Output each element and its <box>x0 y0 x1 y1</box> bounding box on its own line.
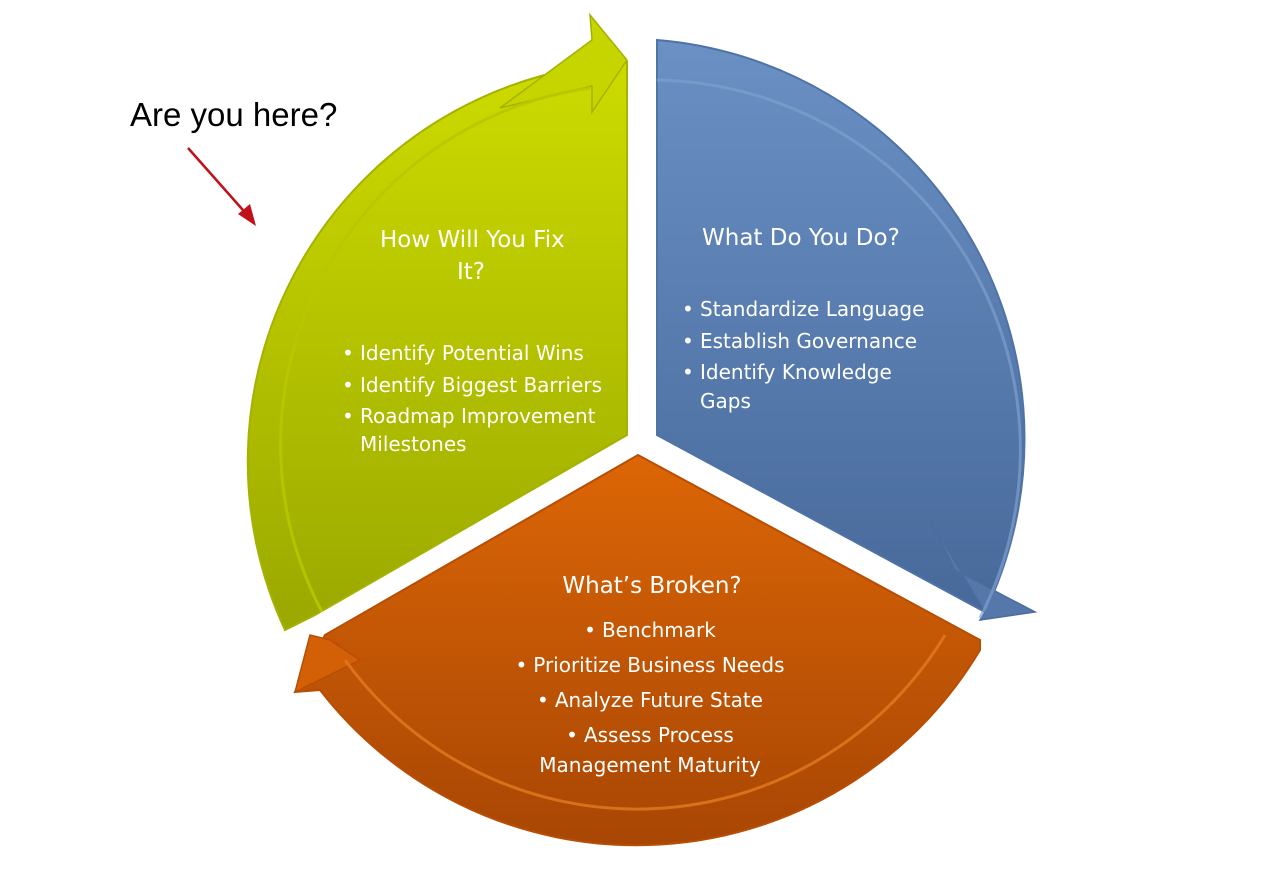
segment-do-bullet-3: Identify Knowledge Gaps <box>682 358 942 416</box>
segment-fix-title-line-1: How Will You Fix <box>380 227 565 253</box>
segment-do-bullets: Standardize Language Establish Governanc… <box>682 294 942 418</box>
segment-do-arrowhead <box>929 519 1038 621</box>
segment-fix-bullet-3: Roadmap Improvement Milestones <box>342 402 612 458</box>
segment-broken-bullet-2: Prioritize Business Needs <box>470 650 830 680</box>
segment-do-inner-arc <box>656 78 1022 619</box>
segment-broken-inner-arc <box>343 634 947 811</box>
segment-do-title: What Do You Do? <box>702 225 900 251</box>
segment-fix-inner-arc <box>279 86 591 613</box>
callout-arrow-line <box>187 147 251 219</box>
segment-broken-bullet-4: Assess Process Management Maturity <box>470 720 830 780</box>
segment-broken-bullet-3: Analyze Future State <box>470 685 830 715</box>
segment-fix-arrowhead <box>499 12 628 115</box>
segment-fix-bullets: Identify Potential Wins Identify Biggest… <box>342 338 612 460</box>
segment-broken-arrowhead <box>293 634 362 694</box>
callout-text: Are you here? <box>130 96 338 133</box>
callout-arrow-head <box>238 204 256 226</box>
segment-broken-bullets: Benchmark Prioritize Business Needs Anal… <box>470 615 830 782</box>
segment-broken-title: What’s Broken? <box>562 573 742 599</box>
segment-fix-bullet-1: Identify Potential Wins <box>342 338 612 368</box>
segment-fix-bullet-2: Identify Biggest Barriers <box>342 370 612 400</box>
segment-broken-bullet-1: Benchmark <box>470 615 830 645</box>
segment-fix-title-line-2: It? <box>457 259 486 285</box>
segment-do-bullet-1: Standardize Language <box>682 294 942 324</box>
segment-do-bullet-2: Establish Governance <box>682 326 942 356</box>
segment-fix-title: How Will You Fix It? <box>380 224 615 288</box>
